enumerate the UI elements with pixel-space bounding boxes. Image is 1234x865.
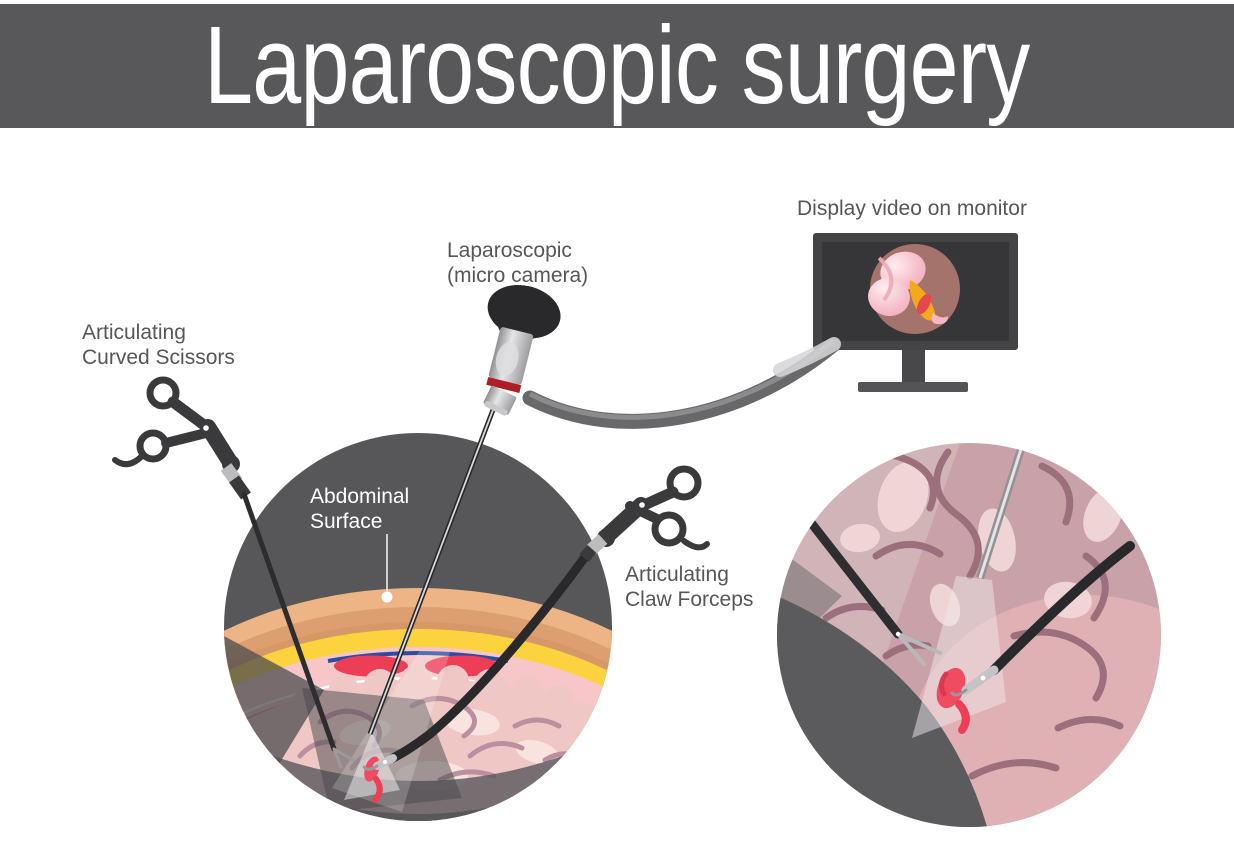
label-camera-line2: (micro camera) xyxy=(447,264,589,287)
label-scissors-line1: Articulating xyxy=(82,321,186,344)
monitor-base xyxy=(858,382,968,392)
title-banner: Laparoscopic surgery xyxy=(0,4,1234,128)
internal-view-circle xyxy=(777,443,1161,827)
monitor xyxy=(813,233,1018,392)
page-title: Laparoscopic surgery xyxy=(204,4,1030,127)
camera-cable xyxy=(522,337,841,429)
label-abdominal-line2: Surface xyxy=(310,510,383,533)
label-scissors-line2: Curved Scissors xyxy=(82,346,235,369)
camera-instrument xyxy=(367,284,561,735)
monitor-stand xyxy=(902,350,925,382)
label-laparoscopic-camera: Laparoscopic (micro camera) xyxy=(447,238,588,288)
label-abdominal-line1: Abdominal xyxy=(310,485,410,508)
label-display-monitor-text: Display video on monitor xyxy=(797,197,1027,220)
label-display-monitor: Display video on monitor xyxy=(797,196,1027,221)
label-camera-line1: Laparoscopic xyxy=(447,239,572,262)
label-forceps-line2: Claw Forceps xyxy=(625,588,754,611)
label-abdominal-surface: Abdominal Surface xyxy=(310,484,409,534)
label-claw-forceps: Articulating Claw Forceps xyxy=(625,562,753,612)
label-forceps-line1: Articulating xyxy=(625,563,729,586)
forceps-instrument xyxy=(362,465,710,771)
scissors-instrument xyxy=(112,376,355,769)
label-curved-scissors: Articulating Curved Scissors xyxy=(82,320,235,370)
leader-dot xyxy=(381,591,393,603)
